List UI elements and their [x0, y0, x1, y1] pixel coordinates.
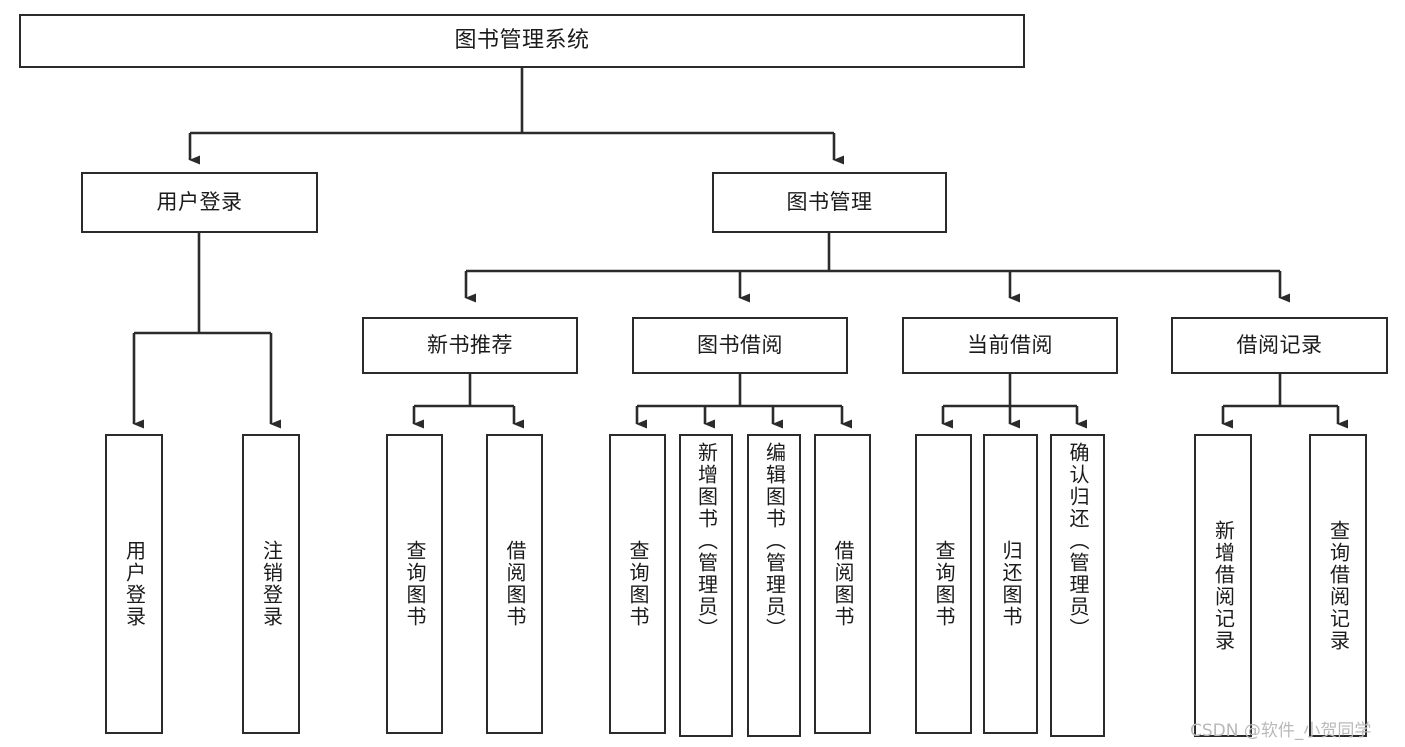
node-label: 查询借阅记录 — [1326, 519, 1351, 652]
node-label: 用户登录 — [156, 189, 243, 214]
leaf-query-book-borrow[interactable]: 查询图书 — [609, 434, 666, 734]
node-label: 确认归还（管理员） — [1066, 442, 1090, 640]
leaf-query-borrow-record[interactable]: 查询借阅记录 — [1309, 434, 1367, 737]
node-book-borrow[interactable]: 图书借阅 — [632, 317, 848, 374]
leaf-edit-book-admin[interactable]: 编辑图书（管理员） — [747, 434, 801, 737]
node-label: 借阅图书 — [503, 540, 527, 628]
node-label: 新增图书（管理员） — [694, 442, 719, 640]
leaf-add-book-admin[interactable]: 新增图书（管理员） — [679, 434, 733, 737]
node-user-login[interactable]: 用户登录 — [81, 172, 318, 233]
node-label: 查询图书 — [403, 540, 427, 628]
leaf-logout-login[interactable]: 注销登录 — [242, 434, 300, 734]
node-root-system[interactable]: 图书管理系统 — [19, 14, 1025, 68]
node-borrow-record[interactable]: 借阅记录 — [1171, 317, 1388, 374]
node-label: 新增借阅记录 — [1211, 519, 1236, 652]
node-label: 图书借阅 — [697, 332, 783, 357]
node-label: 编辑图书（管理员） — [762, 442, 787, 640]
leaf-user-login[interactable]: 用户登录 — [105, 434, 163, 734]
node-label: 借阅记录 — [1236, 332, 1323, 357]
csdn-watermark: CSDN @软件_小贺同学 — [1190, 721, 1372, 741]
node-new-book-recommend[interactable]: 新书推荐 — [362, 317, 578, 374]
node-label: 查询图书 — [932, 540, 956, 628]
node-label: 新书推荐 — [427, 332, 513, 357]
leaf-query-book-recommend[interactable]: 查询图书 — [386, 434, 443, 734]
node-label: 用户登录 — [122, 540, 147, 628]
node-label: 查询图书 — [626, 540, 650, 628]
leaf-borrow-book-borrow[interactable]: 借阅图书 — [814, 434, 871, 734]
node-label: 注销登录 — [259, 540, 284, 628]
node-label: 归还图书 — [999, 540, 1023, 628]
leaf-query-book-current[interactable]: 查询图书 — [915, 434, 972, 734]
node-label: 图书管理系统 — [454, 27, 590, 53]
node-label: 图书管理 — [786, 189, 873, 214]
leaf-confirm-return-admin[interactable]: 确认归还（管理员） — [1050, 434, 1105, 737]
node-label: 借阅图书 — [831, 540, 855, 628]
node-label: 当前借阅 — [967, 332, 1053, 357]
leaf-return-book[interactable]: 归还图书 — [983, 434, 1038, 734]
node-current-borrow[interactable]: 当前借阅 — [902, 317, 1118, 374]
leaf-borrow-book-recommend[interactable]: 借阅图书 — [486, 434, 543, 734]
leaf-add-borrow-record[interactable]: 新增借阅记录 — [1194, 434, 1252, 737]
node-book-management[interactable]: 图书管理 — [712, 172, 947, 233]
